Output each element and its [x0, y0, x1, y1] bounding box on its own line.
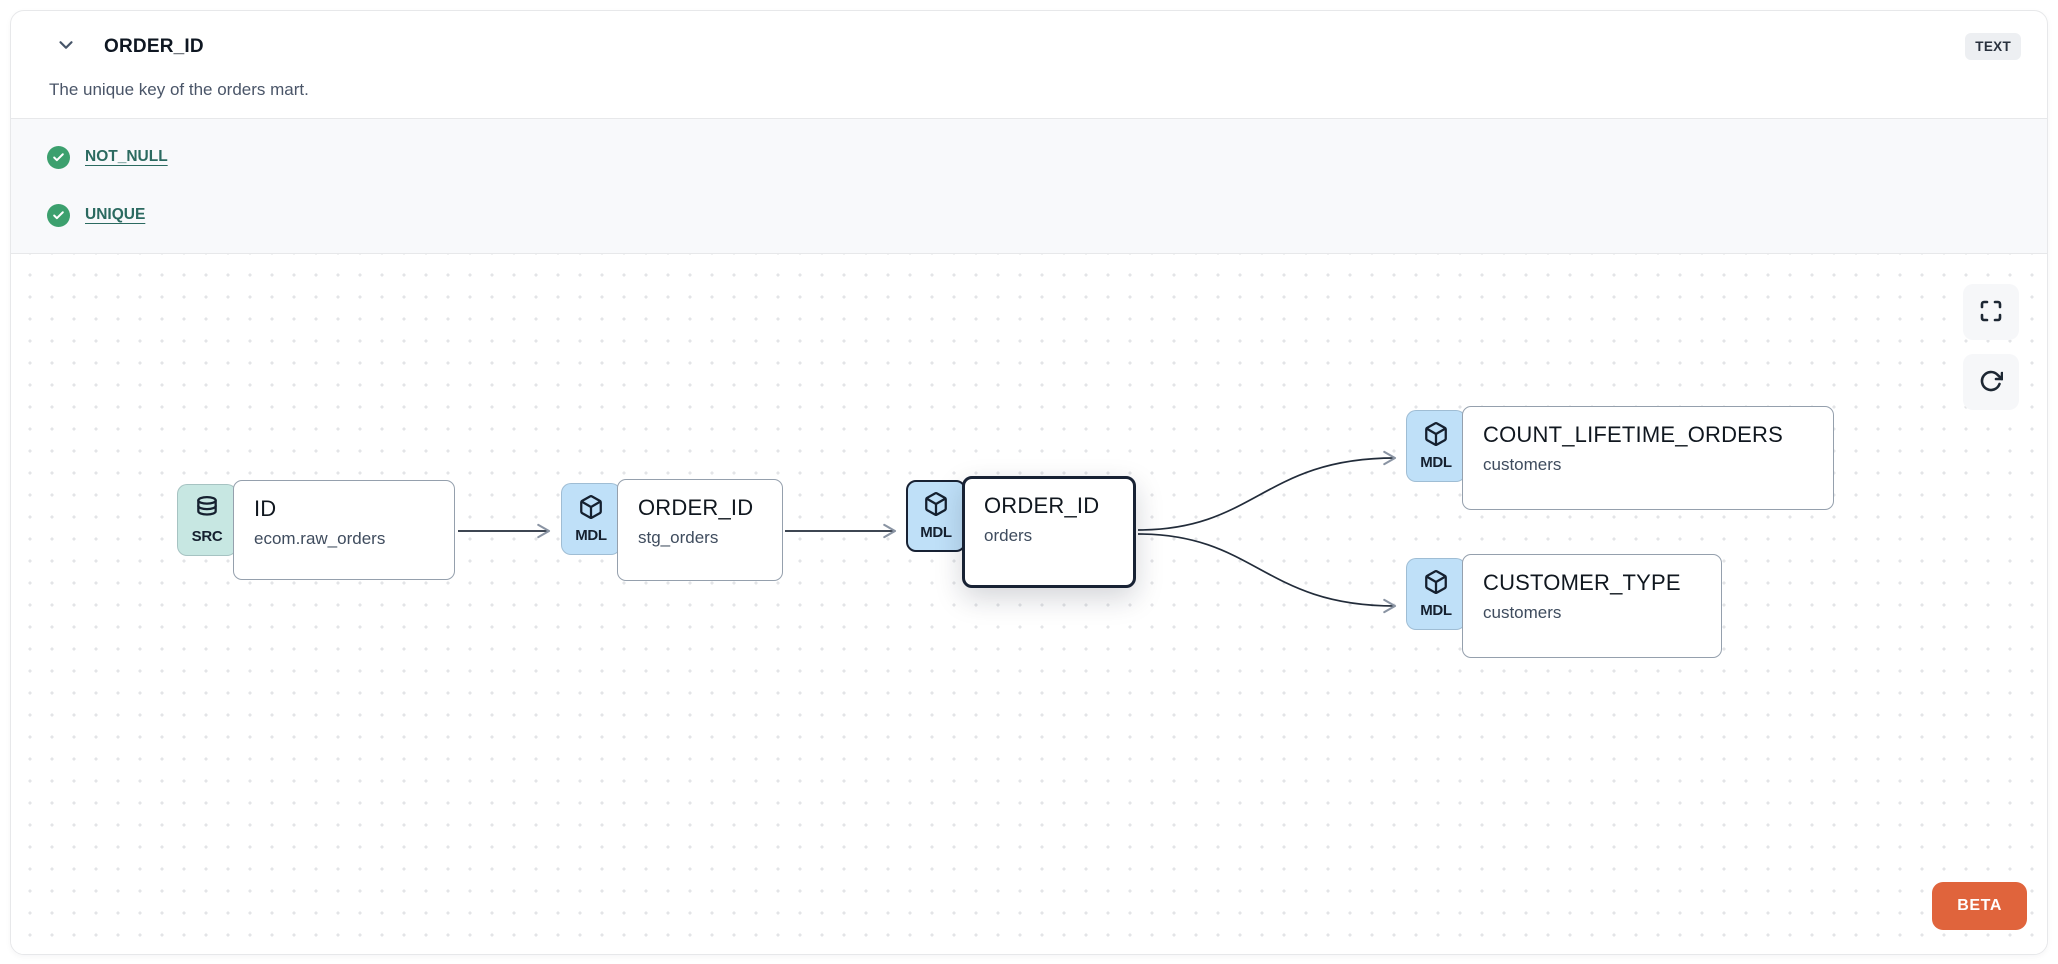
badge-label: MDL — [1420, 602, 1452, 619]
column-detail-panel: ORDER_ID TEXT The unique key of the orde… — [10, 10, 2048, 955]
node-title: CUSTOMER_TYPE — [1483, 570, 1681, 595]
lineage-node-stg-order-id[interactable]: MDL ORDER_ID stg_orders — [561, 479, 783, 581]
node-subtitle: customers — [1483, 455, 1562, 474]
badge-label: MDL — [1420, 454, 1452, 471]
cube-icon — [1423, 569, 1449, 600]
node-subtitle: customers — [1483, 603, 1562, 622]
edge-orders-to-customer-type — [1137, 533, 1397, 614]
node-title: ORDER_ID — [984, 493, 1100, 518]
model-badge: MDL — [1406, 410, 1466, 482]
node-card: ORDER_ID stg_orders — [617, 479, 783, 581]
column-description: The unique key of the orders mart. — [49, 80, 309, 99]
lineage-edges — [458, 450, 1397, 614]
model-badge: MDL — [561, 483, 621, 555]
test-link-not-null[interactable]: NOT_NULL — [85, 148, 168, 165]
lineage-canvas[interactable]: SRC ID ecom.raw_orders MDL ORDE — [11, 254, 2047, 954]
node-title: ORDER_ID — [638, 495, 754, 520]
test-link-unique[interactable]: UNIQUE — [85, 206, 146, 223]
canvas-controls — [1963, 284, 2019, 410]
model-badge: MDL — [906, 480, 966, 552]
test-row: NOT_NULL — [11, 128, 2047, 186]
collapse-toggle-button[interactable] — [53, 34, 79, 60]
cube-icon — [923, 491, 949, 522]
cube-icon — [578, 494, 604, 525]
node-title: COUNT_LIFETIME_ORDERS — [1483, 422, 1784, 447]
lineage-node-customer-type[interactable]: MDL CUSTOMER_TYPE customers — [1406, 554, 1722, 658]
test-row: UNIQUE — [11, 186, 2047, 244]
node-card: ID ecom.raw_orders — [233, 480, 455, 580]
test-pass-icon — [47, 203, 70, 227]
chevron-down-icon — [55, 34, 77, 59]
beta-badge[interactable]: BETA — [1932, 882, 2027, 930]
test-pass-icon — [47, 145, 70, 169]
node-card: CUSTOMER_TYPE customers — [1462, 554, 1722, 658]
node-card: COUNT_LIFETIME_ORDERS customers — [1462, 406, 1834, 510]
source-badge: SRC — [177, 484, 237, 556]
fullscreen-icon — [1979, 299, 2003, 326]
refresh-button[interactable] — [1963, 354, 2019, 410]
node-title: ID — [254, 496, 277, 521]
tests-section: NOT_NULL UNIQUE — [11, 118, 2047, 254]
column-type-badge: TEXT — [1965, 33, 2021, 60]
cube-icon — [1423, 421, 1449, 452]
lineage-node-orders-order-id-selected[interactable]: MDL ORDER_ID orders — [906, 476, 1136, 588]
badge-label: SRC — [191, 528, 223, 545]
node-subtitle: ecom.raw_orders — [254, 529, 386, 548]
database-icon — [194, 495, 220, 526]
lineage-node-source-id[interactable]: SRC ID ecom.raw_orders — [177, 480, 455, 580]
refresh-icon — [1979, 369, 2004, 396]
column-title: ORDER_ID — [104, 35, 204, 57]
model-badge: MDL — [1406, 558, 1466, 630]
node-card: ORDER_ID orders — [962, 476, 1136, 588]
fullscreen-button[interactable] — [1963, 284, 2019, 340]
node-subtitle: stg_orders — [638, 528, 719, 547]
node-subtitle: orders — [984, 526, 1033, 545]
badge-label: MDL — [575, 527, 607, 544]
lineage-node-count-lifetime-orders[interactable]: MDL COUNT_LIFETIME_ORDERS customers — [1406, 406, 1834, 510]
column-header: ORDER_ID TEXT The unique key of the orde… — [11, 11, 2047, 118]
edge-orders-to-count — [1137, 450, 1397, 531]
badge-label: MDL — [920, 524, 952, 541]
